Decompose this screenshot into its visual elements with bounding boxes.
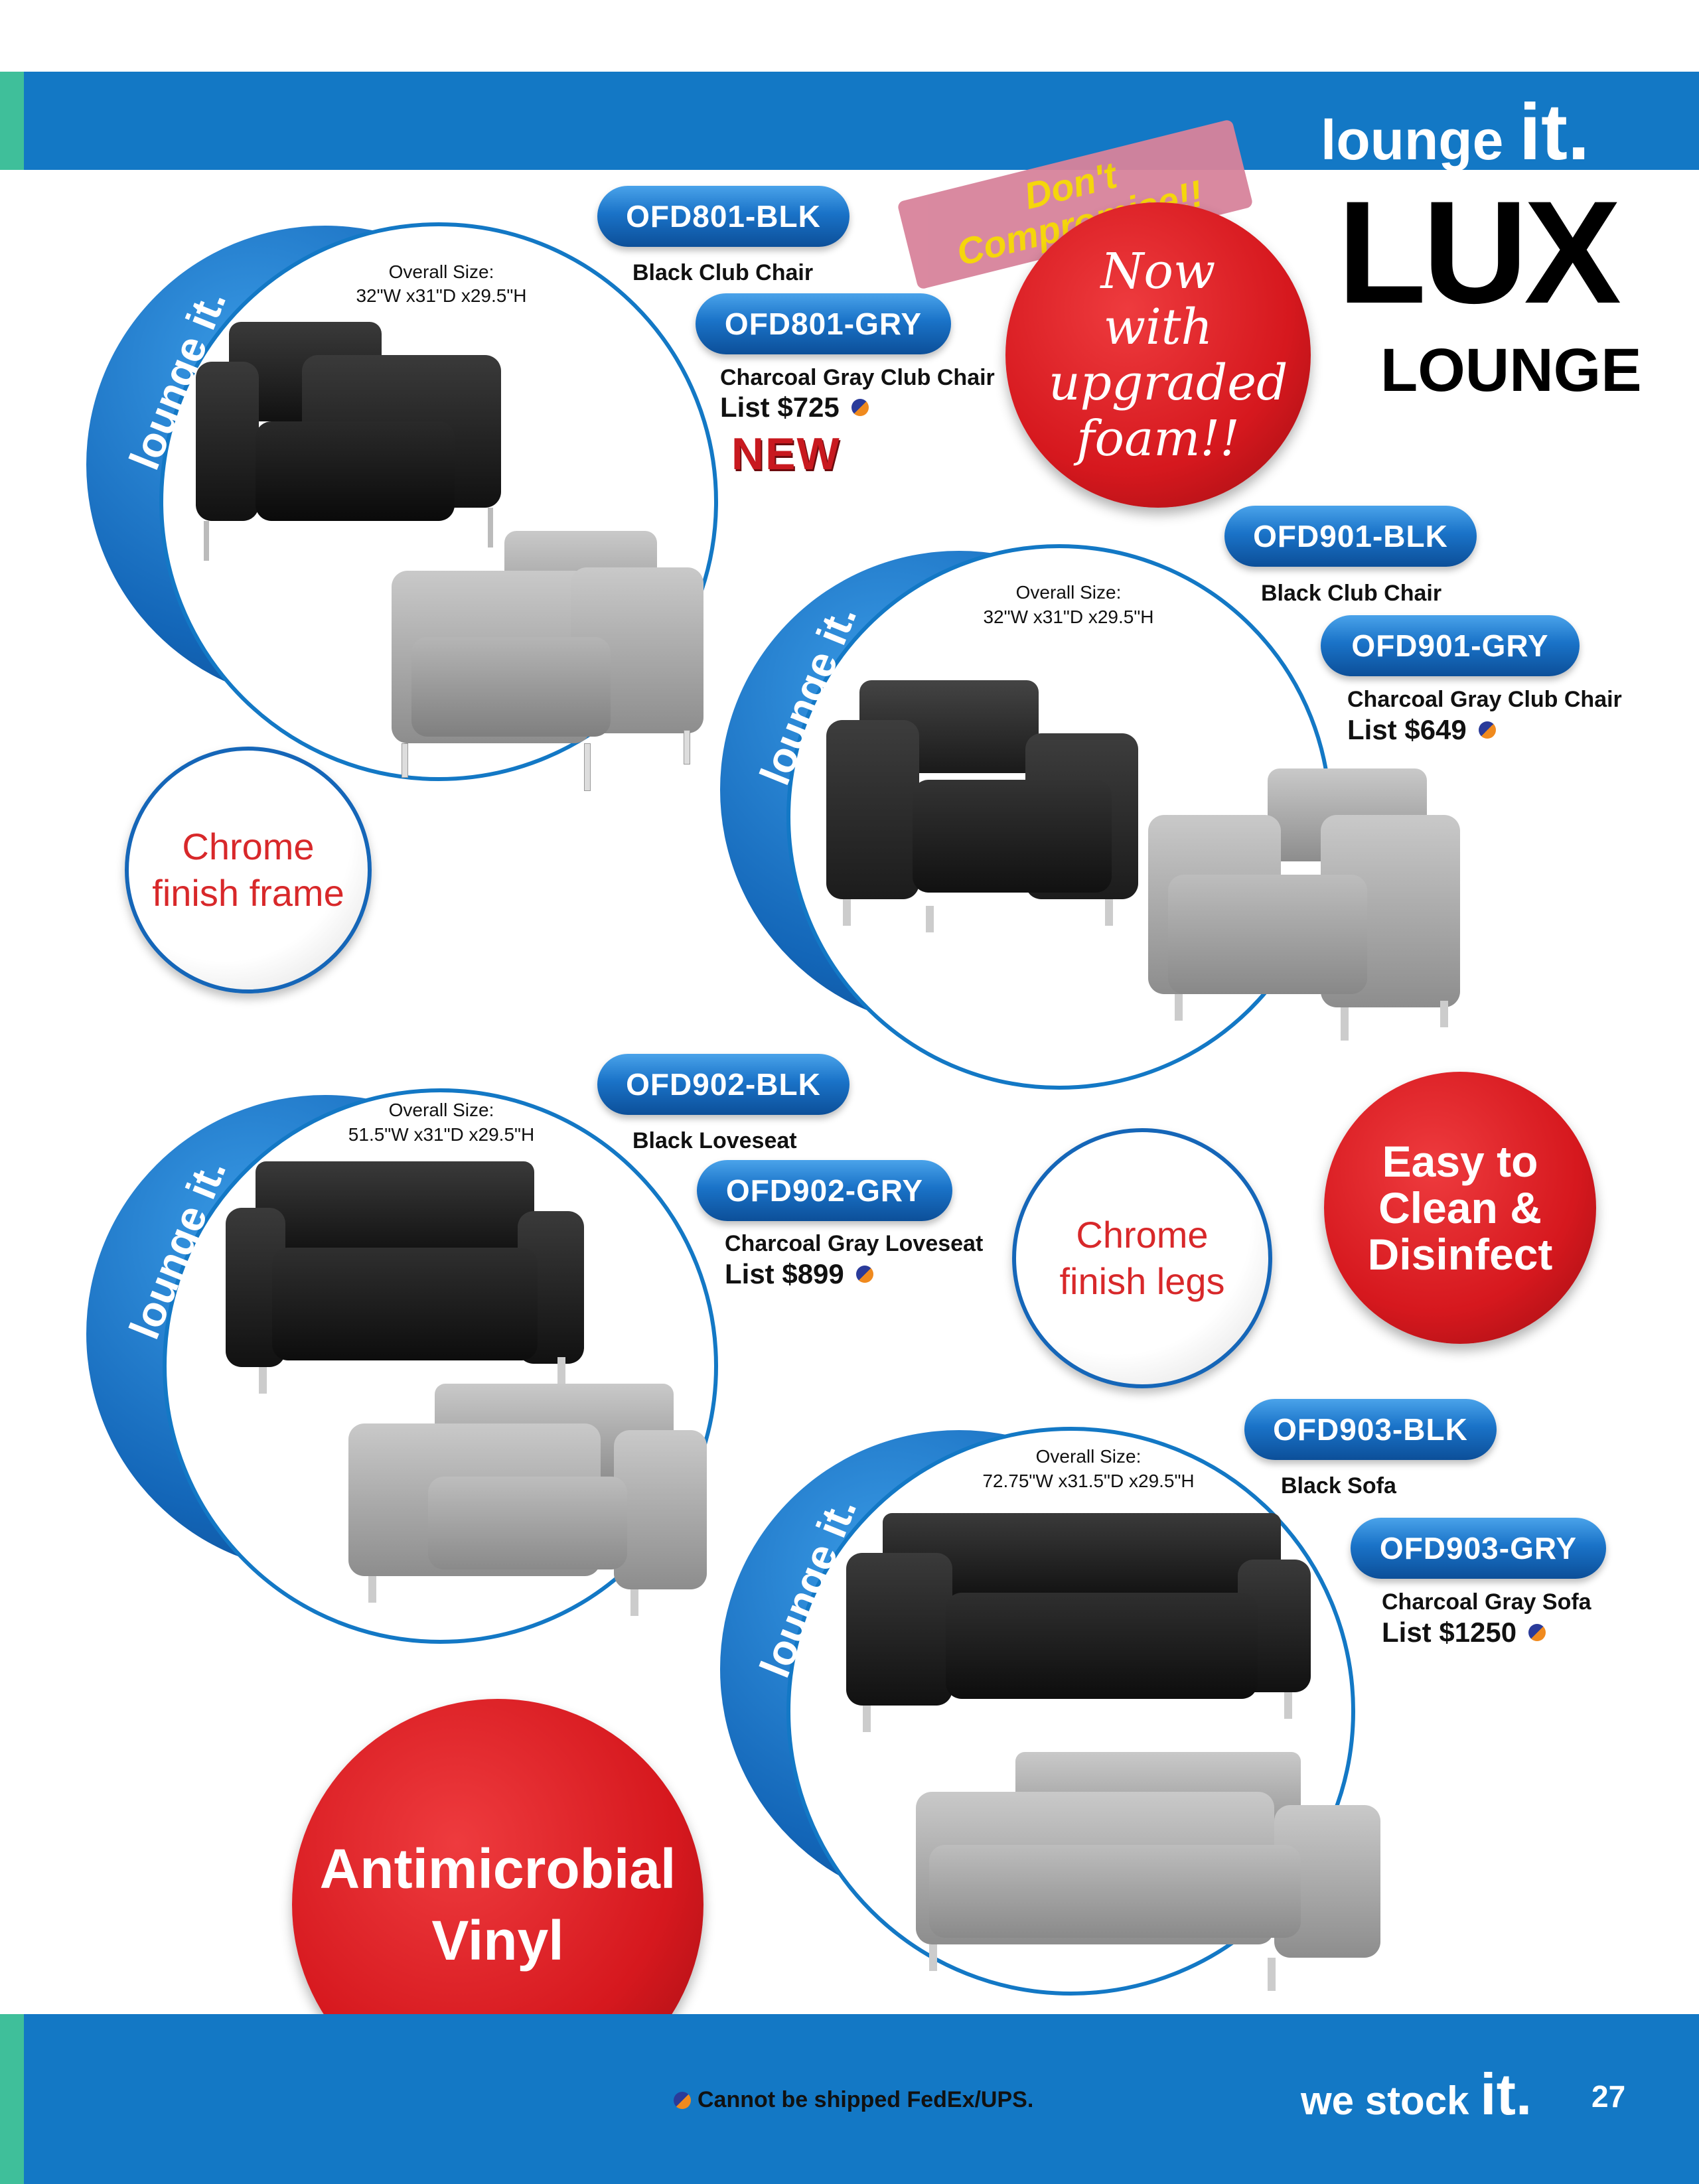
black-club-chair-image-1 — [196, 322, 501, 561]
gray-club-chair-image-2 — [1148, 768, 1460, 1047]
foam-callout-text: Now with upgraded foam!! — [1049, 243, 1288, 467]
shipping-note-text: Cannot be shipped FedEx/UPS. — [698, 2087, 1034, 2112]
product-price-ofd902: List $899 — [725, 1258, 873, 1290]
product-name-ofd801-gry: Charcoal Gray Club Chair — [720, 365, 995, 390]
antimicrobial-callout-text: Antimicrobial Vinyl — [319, 1838, 676, 1972]
price-text-ofd903: List $1250 — [1382, 1617, 1517, 1648]
gray-club-chair-image-1 — [392, 531, 703, 796]
product-name-ofd903-blk: Black Sofa — [1281, 1473, 1396, 1498]
gray-sofa-image — [916, 1752, 1380, 2004]
header-logo: lounge it. — [1321, 86, 1589, 178]
header-accent — [0, 72, 24, 170]
new-tag: NEW — [731, 429, 841, 479]
page-title: LUX — [1337, 171, 1621, 334]
product-price-ofd903: List $1250 — [1382, 1617, 1546, 1648]
shipping-note: Cannot be shipped FedEx/UPS. — [674, 2087, 1033, 2113]
size-value-2: 32"W x31"D x29.5"H — [983, 607, 1154, 627]
product-name-ofd902-blk: Black Loveseat — [632, 1128, 797, 1153]
footer-band — [0, 2014, 1699, 2184]
size-value-3: 51.5"W x31"D x29.5"H — [348, 1124, 535, 1145]
product-code-ofd801-blk[interactable]: OFD801-BLK — [597, 186, 850, 247]
product-name-ofd801-blk: Black Club Chair — [632, 260, 814, 285]
easy-clean-callout-text: Easy to Clean & Disinfect — [1367, 1137, 1553, 1279]
product-name-ofd901-blk: Black Club Chair — [1261, 581, 1442, 606]
product-price-ofd901: List $649 — [1347, 714, 1496, 746]
header-logo-it: it. — [1518, 88, 1590, 177]
product-code-ofd901-blk[interactable]: OFD901-BLK — [1224, 506, 1477, 567]
no-ship-icon — [1528, 1624, 1546, 1641]
footer-accent — [0, 2014, 24, 2184]
chrome-legs-callout-text: Chrome finish legs — [1059, 1214, 1225, 1302]
no-ship-icon — [674, 2091, 691, 2109]
price-text-ofd902: List $899 — [725, 1258, 844, 1289]
product-code-ofd901-gry[interactable]: OFD901-GRY — [1321, 615, 1580, 676]
product-code-ofd903-blk[interactable]: OFD903-BLK — [1244, 1399, 1497, 1460]
black-loveseat-image — [226, 1161, 584, 1394]
page-number: 27 — [1591, 2079, 1626, 2114]
no-ship-icon — [855, 1266, 873, 1283]
chrome-frame-callout-text: Chrome finish frame — [152, 826, 344, 914]
size-heading-4: Overall Size: — [1035, 1446, 1142, 1467]
product-code-ofd902-gry[interactable]: OFD902-GRY — [697, 1160, 952, 1221]
easy-clean-callout: Easy to Clean & Disinfect — [1324, 1072, 1596, 1344]
chrome-legs-callout: Chrome finish legs — [1012, 1128, 1272, 1388]
footer-logo-it: it. — [1480, 2061, 1532, 2127]
product-code-ofd902-blk[interactable]: OFD902-BLK — [597, 1054, 850, 1115]
product-name-ofd902-gry: Charcoal Gray Loveseat — [725, 1231, 984, 1256]
page-subtitle: LOUNGE — [1380, 336, 1642, 404]
product-name-ofd903-gry: Charcoal Gray Sofa — [1382, 1589, 1591, 1615]
header-logo-word: lounge — [1321, 109, 1504, 171]
chrome-frame-callout: Chrome finish frame — [125, 747, 372, 993]
black-club-chair-image-2 — [826, 680, 1138, 932]
product-price-ofd801: List $725 — [720, 392, 869, 423]
size-heading-3: Overall Size: — [388, 1100, 494, 1120]
black-sofa-image — [846, 1513, 1311, 1732]
price-text-ofd801: List $725 — [720, 392, 840, 423]
footer-logo-word: we stock — [1301, 2078, 1469, 2123]
footer-logo: we stock it. — [1301, 2061, 1532, 2128]
size-heading-2: Overall Size: — [1015, 582, 1122, 603]
header-band — [0, 72, 1699, 170]
product-name-ofd901-gry: Charcoal Gray Club Chair — [1347, 687, 1622, 712]
product-code-ofd903-gry[interactable]: OFD903-GRY — [1351, 1518, 1606, 1579]
size-heading-1: Overall Size: — [388, 261, 494, 282]
size-value-1: 32"W x31"D x29.5"H — [356, 285, 527, 306]
no-ship-icon — [851, 399, 869, 416]
price-text-ofd901: List $649 — [1347, 714, 1467, 745]
size-value-4: 72.75"W x31.5"D x29.5"H — [982, 1471, 1195, 1491]
product-code-ofd801-gry[interactable]: OFD801-GRY — [696, 293, 951, 354]
foam-callout: Now with upgraded foam!! — [1005, 202, 1311, 508]
gray-loveseat-image — [348, 1384, 707, 1616]
no-ship-icon — [1478, 721, 1496, 739]
